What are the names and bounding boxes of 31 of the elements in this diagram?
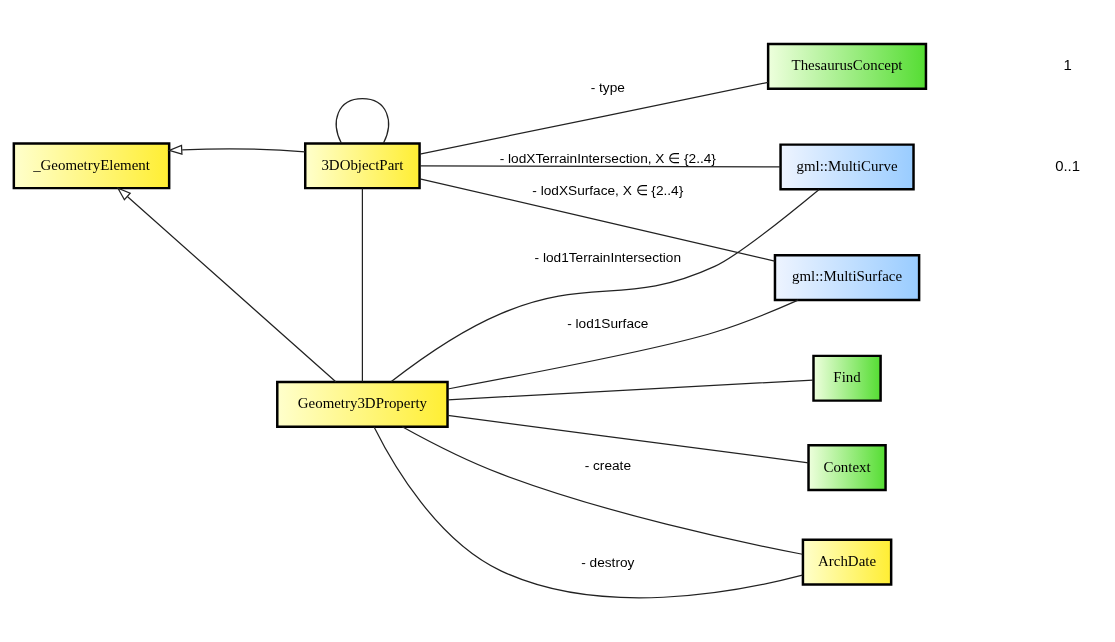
node-box: _GeometryElement — [12, 142, 171, 190]
connector — [419, 165, 781, 168]
connector — [361, 187, 363, 383]
node-box: ArchDate — [801, 538, 893, 586]
node-box: gml::MultiCurve — [779, 143, 915, 191]
connector — [447, 414, 810, 464]
connector — [373, 426, 804, 599]
node-box: 3DObjectPart — [304, 142, 421, 190]
label: 1 — [1063, 57, 1072, 74]
connector — [335, 98, 390, 144]
connector — [419, 81, 769, 155]
node-box: Find — [812, 354, 882, 402]
arrow — [167, 144, 306, 156]
node-box: Geometry3DProperty — [276, 380, 449, 428]
edge-label: - destroy — [581, 554, 635, 570]
connector — [447, 379, 814, 401]
connector — [390, 189, 820, 383]
edge-label: - lod1TerrainIntersection — [534, 250, 682, 266]
connector — [419, 178, 776, 262]
edge-label: - lodXSurface, X ∈ {2..4} — [532, 183, 684, 199]
node-box: gml::MultiSurface — [773, 254, 921, 302]
edge-label: - lod1Surface — [567, 316, 649, 332]
edge-label: - type — [590, 80, 625, 96]
edge-label: - lodXTerrainIntersection, X ∈ {2..4} — [499, 151, 716, 167]
arrow — [116, 186, 337, 383]
connector — [447, 299, 799, 390]
label: 0..1 — [1055, 157, 1081, 174]
node-box: ThesaurusConcept — [766, 42, 928, 90]
connector — [401, 426, 804, 555]
edge-label: - create — [584, 457, 631, 473]
node-box: Context — [807, 444, 887, 492]
